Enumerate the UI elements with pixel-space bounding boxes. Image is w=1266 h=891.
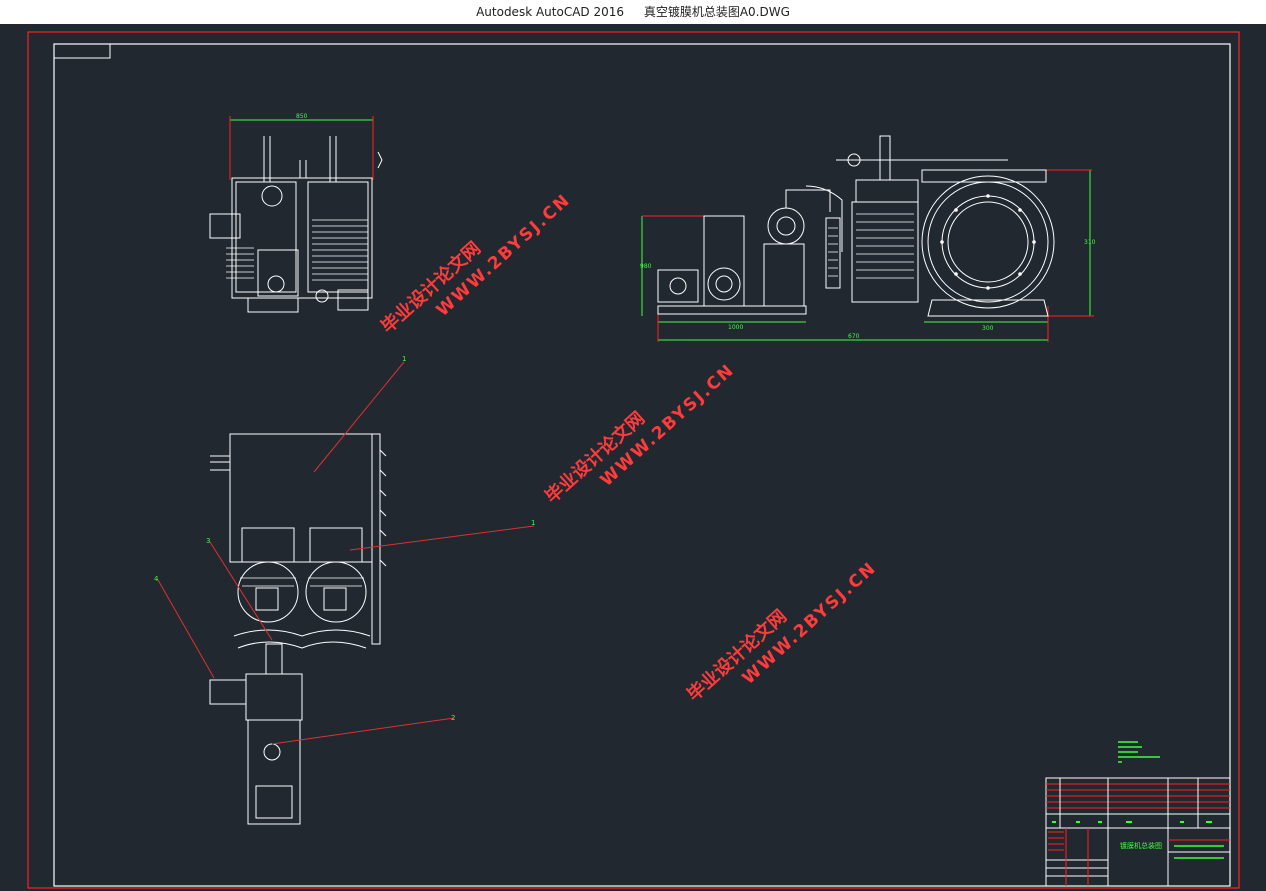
inner-border bbox=[53, 43, 1231, 887]
balloon-4: 4 bbox=[154, 575, 159, 583]
watermark-3: 毕业设计论文网 WWW.2BYSJ.CN bbox=[683, 558, 881, 706]
code-box bbox=[53, 43, 111, 59]
leader-lines bbox=[157, 361, 535, 745]
svg-text:1000: 1000 bbox=[728, 324, 743, 331]
svg-text:850: 850 bbox=[296, 113, 308, 120]
side-view: 850 bbox=[209, 113, 383, 313]
balloon-1b: 1 bbox=[531, 519, 535, 527]
balloon-1a: 1 bbox=[402, 355, 406, 363]
balloon-3: 3 bbox=[206, 537, 210, 545]
balloon-2: 2 bbox=[451, 714, 455, 722]
file-name: 真空镀膜机总装图A0.DWG bbox=[643, 5, 790, 19]
technical-notes bbox=[1118, 741, 1160, 763]
svg-text:300: 300 bbox=[982, 325, 994, 332]
front-view: 670 1000 300 980 310 bbox=[640, 135, 1096, 342]
outer-frame bbox=[27, 31, 1240, 889]
title-block bbox=[1045, 777, 1231, 887]
window-title-bar: Autodesk AutoCAD 2016 真空镀膜机总装图A0.DWG bbox=[0, 0, 1266, 24]
cad-drawing: 850 670 1000 300 980 310 bbox=[27, 31, 1240, 889]
drawing-canvas[interactable]: 850 670 1000 300 980 310 bbox=[0, 24, 1266, 891]
watermark-1: 毕业设计论文网 WWW.2BYSJ.CN bbox=[377, 190, 575, 338]
app-title: Autodesk AutoCAD 2016 bbox=[476, 5, 624, 19]
svg-text:310: 310 bbox=[1084, 239, 1096, 246]
svg-text:670: 670 bbox=[848, 333, 860, 340]
svg-text:980: 980 bbox=[640, 263, 652, 270]
watermark-2: 毕业设计论文网 WWW.2BYSJ.CN bbox=[541, 360, 739, 508]
top-view bbox=[209, 433, 387, 825]
drawing-name: 镀膜机总装图 bbox=[1120, 841, 1162, 850]
